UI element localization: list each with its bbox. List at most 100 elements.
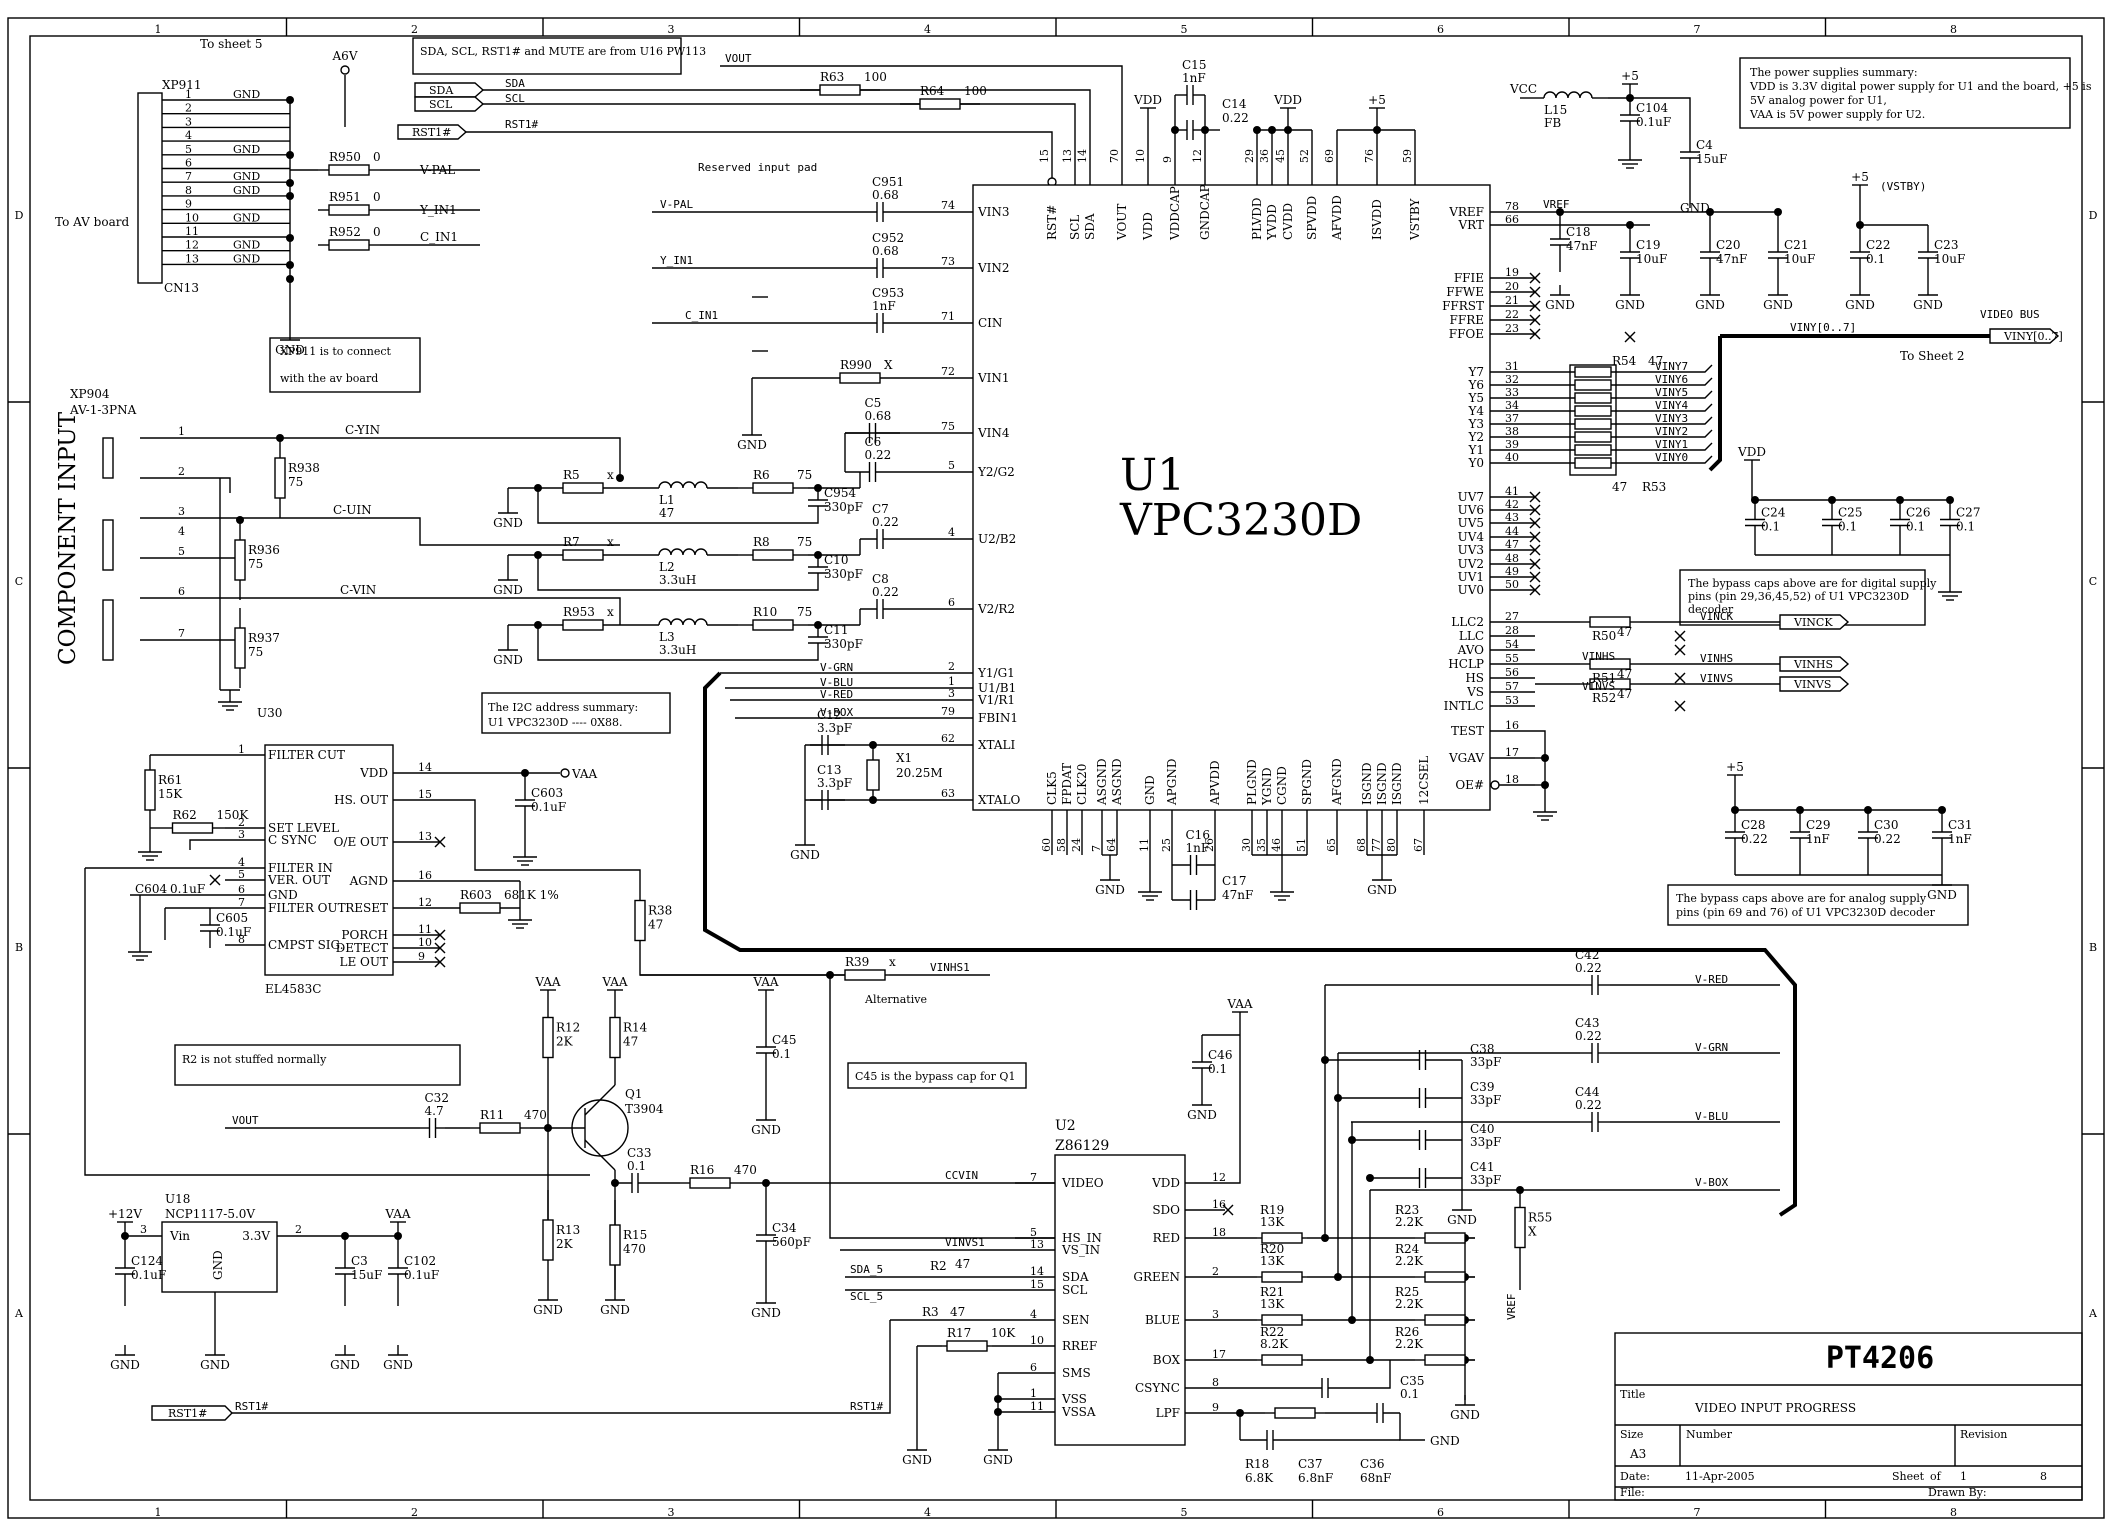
net-label: V-RED [1695,973,1728,986]
ref-designator: C35 [1400,1374,1424,1388]
junction-dot [1268,126,1276,134]
pin-number: 23 [1505,322,1519,335]
power-label: VDD [1273,93,1302,107]
component-value: 0 [373,190,381,204]
ref-designator: L2 [659,560,675,574]
ref-designator: C24 [1761,506,1786,520]
ref-designator: C37 [1298,1457,1322,1471]
ref-designator: C19 [1636,238,1660,252]
q1-transistor [571,1099,629,1157]
net-label: VINVS [1582,680,1615,693]
gnd-label: GND [1450,1408,1480,1422]
pin-number: 63 [941,787,955,800]
pin-number: 66 [1505,213,1519,226]
component-value: 75 [288,475,303,489]
bus [703,671,1797,1217]
pin-number: 41 [1505,485,1519,498]
pin-name: ISVDD [1370,199,1384,240]
ref-designator: R6 [753,468,770,482]
pin-number: 5 [178,545,185,558]
component-value: 47 [1617,687,1632,701]
ref-designator: C15 [1182,58,1206,72]
ref-designator: R7 [563,535,580,549]
pin-number: 53 [1505,694,1519,707]
pin-name: FILTER OUT [268,901,346,915]
no-connect-mark [1529,544,1541,556]
power-label: VCC [1509,82,1537,96]
component-value: 47 [623,1035,638,1049]
pin-name: VRT [1458,218,1485,232]
component-value: 15K [158,787,183,801]
pin-number: 57 [1505,680,1519,693]
net-label: SCL_5 [850,1290,883,1303]
pin-name: PLGND [1245,759,1259,805]
pin-name: XTALI [978,738,1016,752]
note-text: (VSTBY) [1880,180,1926,193]
resistor [1589,658,1631,670]
junction-dot [1284,126,1292,134]
resistor [234,627,246,669]
resistor [328,164,370,176]
crystal [866,759,880,791]
component-value: X [1528,1225,1537,1239]
ref-designator: R24 [1395,1242,1420,1256]
resistor-array-element [1574,444,1612,456]
power-label: VDD [1133,93,1162,107]
ref-designator: C102 [404,1254,436,1268]
net-label: V-PAL [660,198,693,211]
gnd-label: GND [1615,298,1645,312]
component-value: 0.22 [872,515,899,529]
note-text: VIDEO BUS [1980,308,2040,321]
junction-dot [869,796,877,804]
grid-column-label: 3 [668,1506,675,1519]
pin-number: 4 [948,526,955,539]
ref-designator: C33 [627,1146,651,1160]
component-value: 100 [864,70,887,84]
ref-designator: R990 [840,358,872,372]
pin-number: 36 [1258,149,1271,163]
component-value: 75 [797,468,812,482]
net-label: VINHS1 [930,961,970,974]
component-value: 0.22 [1575,961,1602,975]
net-label: VINCK [1700,610,1733,623]
ref-designator: L15 [1544,103,1567,117]
net-label: C-VIN [340,583,376,597]
net-flag-label: SCL [429,98,453,111]
pin-name: APVDD [1208,760,1222,806]
ref-designator: R10 [753,605,777,619]
pin-number: 14 [1076,149,1089,163]
component-value: 75 [797,535,812,549]
grid-row-label: D [15,209,24,222]
note-text: The bypass caps above are for digital su… [1688,577,1937,590]
resistor [609,1016,621,1059]
pin-name: Vin [169,1229,190,1243]
title-label: Title [1620,1388,1645,1401]
grid-column-label: 4 [924,23,931,36]
wire [440,799,641,893]
wire [1611,403,1713,412]
pin-number: 1 [1030,1387,1037,1400]
ref-designator: R21 [1260,1285,1284,1299]
note-box [1739,57,2071,129]
ref-designator: R38 [648,904,672,918]
resistor [1514,1206,1526,1249]
pin-number: 80 [1385,838,1398,852]
component-value: 3.3pF [817,776,852,790]
net-flag [414,82,485,98]
pin-name: AGND [349,874,388,888]
net-label: VINY5 [1655,386,1688,399]
u30-ref: U30 [257,706,282,720]
ref-designator: C42 [1575,948,1599,962]
pin-name: FFWE [1446,285,1484,299]
note-text: R2 is not stuffed normally [182,1053,327,1066]
net-flag-label: VINCK [1793,616,1833,629]
pin-number: 8 [1212,1376,1219,1389]
net-label: RST1# [850,1400,883,1413]
pin-name: VIN1 [977,371,1010,385]
component-value: 0.1 [1956,520,1975,534]
wire [537,555,819,591]
pin-number: 12 [1191,149,1204,163]
note-text: The power supplies summary: [1750,66,1918,79]
ref-designator: R22 [1260,1325,1284,1339]
component-value: 2.2K [1395,1337,1424,1351]
